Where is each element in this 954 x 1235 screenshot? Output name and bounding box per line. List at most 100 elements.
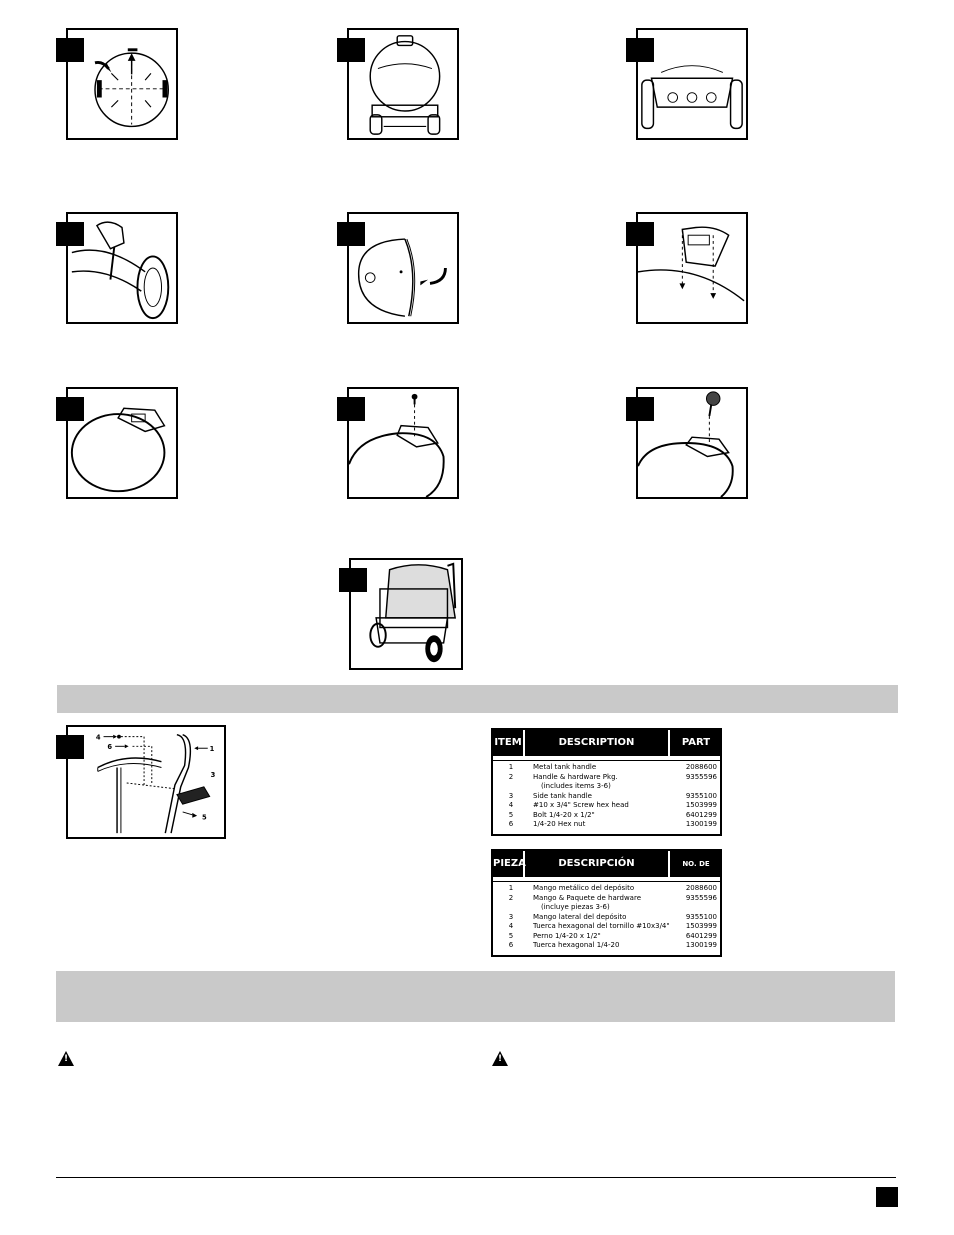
table-row: 2 Mango & Paquete de hardware 9355596 [493, 894, 720, 903]
table-row: 4 Tuerca hexagonal del tornillo #10x3/4" 1… [493, 922, 720, 931]
cart-base-illustration [641, 65, 743, 130]
header-description: DESCRIPCIÓN [558, 858, 635, 869]
cell-description: Side tank handle [533, 791, 592, 800]
cell-description: #10 x 3/4" Screw hex head [533, 801, 629, 809]
cell-item: 5 [508, 931, 514, 940]
table-row: 5 Bolt 1/4-20 x 1/2" 6401299 [493, 811, 720, 820]
table-row: 5 Perno 1/4-20 x 1/2" 6401299 [493, 932, 720, 941]
step-number-tag [339, 568, 367, 592]
tank-side-illustration [357, 238, 447, 317]
table-row: 2 Handle & hardware Pkg. 9355596 [493, 773, 720, 782]
cell-part-no: 9355596 [685, 893, 717, 902]
figure-tank-top-view [56, 28, 178, 140]
header-part-no: PART NO. [681, 737, 711, 774]
table-row: 1 Metal tank handle 2088600 [493, 763, 720, 772]
cell-item: 1 [508, 763, 514, 771]
handle-exploded-illustration: 4 6 1 3 5 [96, 734, 216, 834]
cell-item: 5 [508, 810, 514, 819]
cell-part-no: 6401299 [685, 931, 717, 940]
warning-icon: ! [58, 1051, 74, 1066]
step-number-tag [56, 397, 84, 421]
cell-description: (incluye piezas 3-6) [541, 903, 610, 911]
step-number-tag [337, 397, 365, 421]
cell-part-no: 6401299 [685, 810, 717, 819]
figure-tank-side [337, 212, 459, 324]
cell-description: Mango lateral del depósito [533, 912, 627, 921]
handle-mounted-illustration [70, 407, 166, 493]
figure-handle-mounted [56, 387, 178, 499]
cell-description: Mango metálico del depósito [533, 884, 635, 892]
table-header: ITEM DESCRIPTION PART NO. [493, 730, 720, 774]
table-row: 3 Mango lateral del depósito 9355100 [493, 913, 720, 922]
table-row: (incluye piezas 3-6) [493, 903, 720, 912]
table-row: 4 #10 x 3/4" Screw hex head 1503999 [493, 801, 720, 810]
cell-description: Mango & Paquete de hardware [533, 893, 642, 902]
header-description: DESCRIPTION [558, 737, 635, 748]
header-item: ITEM [494, 737, 522, 748]
cell-part-no: 1503999 [685, 801, 717, 809]
cell-description: Bolt 1/4-20 x 1/2" [533, 810, 595, 819]
callout-1: 1 [210, 745, 215, 753]
table-row: 1 Mango metálico del depósito 2088600 [493, 884, 720, 893]
parts-table-english: ITEM DESCRIPTION PART NO. 1 Metal tank ha… [491, 728, 722, 836]
step-number-tag [337, 38, 365, 62]
screw-insert-illustration [349, 393, 445, 497]
page-number-tab [876, 1187, 898, 1207]
figure-knob-insert [626, 387, 748, 499]
wheel-axle-illustration [71, 221, 170, 320]
cell-description: Tuerca hexagonal del tornillo #10x3/4" [533, 922, 670, 930]
section-header-band [57, 685, 898, 713]
step-number-tag [337, 222, 365, 246]
header-item: PIEZA [493, 858, 526, 869]
step-number-tag [56, 222, 84, 246]
cell-part-no: 9355596 [685, 772, 717, 781]
callout-6: 6 [107, 743, 112, 751]
cell-description: Metal tank handle [533, 763, 597, 771]
cell-item: 4 [508, 922, 514, 930]
step-number-tag [56, 735, 84, 759]
figure-wheel-axle [56, 212, 178, 324]
knob-insert-illustration [638, 391, 734, 497]
tank-on-cart-illustration [369, 35, 441, 135]
cell-description: Perno 1/4-20 x 1/2" [533, 931, 601, 940]
cell-item: 2 [508, 893, 514, 902]
parts-table-spanish: PIEZA DESCRIPCIÓN NO. DE PARTE 1 Mango me… [491, 849, 722, 957]
figure-assembled-vacuum [339, 558, 463, 670]
tank-top-view-illustration [94, 48, 170, 128]
cell-part-no: 2088600 [685, 763, 717, 771]
figure-tank-on-cart [337, 28, 459, 140]
step-number-tag [56, 38, 84, 62]
callout-4: 4 [96, 734, 101, 742]
cell-item: 2 [508, 772, 514, 781]
figure-handle-insert [626, 212, 748, 324]
warning-icon: ! [492, 1051, 508, 1066]
cell-part-no: 1300199 [685, 820, 717, 828]
cell-item: 1 [508, 884, 514, 892]
step-number-tag [626, 38, 654, 62]
assembled-vacuum-illustration [369, 562, 457, 663]
cell-part-no: 9355100 [685, 791, 717, 800]
cell-description: 1/4-20 Hex nut [533, 820, 586, 828]
cell-item: 4 [508, 801, 514, 809]
callout-5: 5 [202, 814, 207, 822]
cell-part-no: 2088600 [685, 884, 717, 892]
cell-item: 3 [508, 912, 514, 921]
handle-insert-illustration [638, 226, 745, 302]
callout-3: 3 [211, 771, 216, 779]
figure-screw-insert [337, 387, 459, 499]
footer-rule [56, 1177, 896, 1178]
cell-part-no: 1300199 [685, 941, 717, 949]
table-header: PIEZA DESCRIPCIÓN NO. DE PARTE [493, 851, 720, 894]
cell-part-no: 1503999 [685, 922, 717, 930]
header-part-no: NO. DE PARTE [682, 860, 710, 894]
table-row: (includes items 3-6) [493, 782, 720, 791]
figure-cart-base [626, 28, 748, 140]
cell-part-no: 9355100 [685, 912, 717, 921]
cell-description: Handle & hardware Pkg. [533, 772, 618, 781]
cell-description: Tuerca hexagonal 1/4-20 [533, 941, 620, 949]
figure-handle-exploded-view: 4 6 1 3 5 [56, 725, 226, 839]
cell-description: (includes items 3-6) [541, 782, 611, 790]
